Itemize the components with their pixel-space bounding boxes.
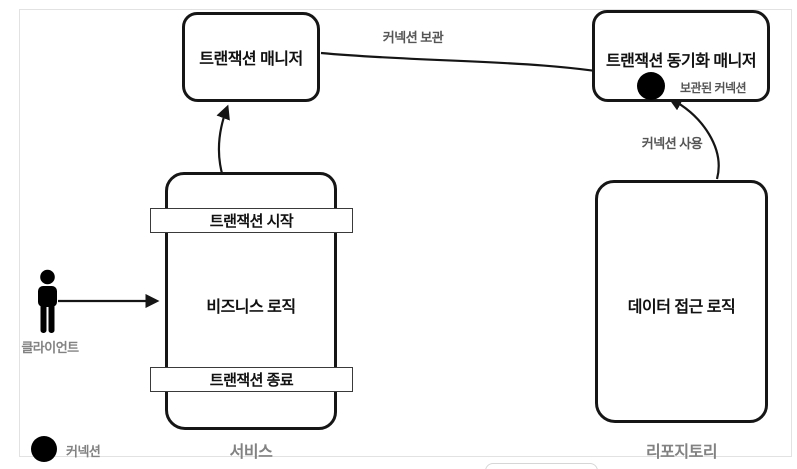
tx-end-label: 트랜잭션 종료 [209,372,294,389]
transaction-manager-box: 트랜잭션 매니저 [182,12,320,102]
transaction-manager-title: 트랜잭션 매니저 [199,51,303,68]
stored-connection-dot [637,72,665,100]
legend-connection-dot [31,436,57,462]
legend-connection-label: 커넥션 [66,444,101,459]
tx-start-bar: 트랜잭션 시작 [150,208,353,233]
store-connection-edge-label: 커넥션 보관 [382,30,444,45]
business-logic-label: 비즈니스 로직 [206,299,296,316]
partial-bottom-control[interactable] [485,463,598,469]
repository-box [595,180,768,423]
repository-name: 리포지토리 [645,444,718,461]
use-connection-edge-label: 커넥션 사용 [641,136,703,151]
sync-manager-title: 트랜잭션 동기화 매니저 [605,53,757,70]
service-name: 서비스 [229,444,273,461]
tx-end-bar: 트랜잭션 종료 [150,367,353,392]
client-name: 클라이언트 [21,340,79,355]
tx-start-label: 트랜잭션 시작 [209,213,294,230]
stored-connection-label: 보관된 커넥션 [680,81,747,95]
data-access-logic-label: 데이터 접근 로직 [627,299,736,316]
